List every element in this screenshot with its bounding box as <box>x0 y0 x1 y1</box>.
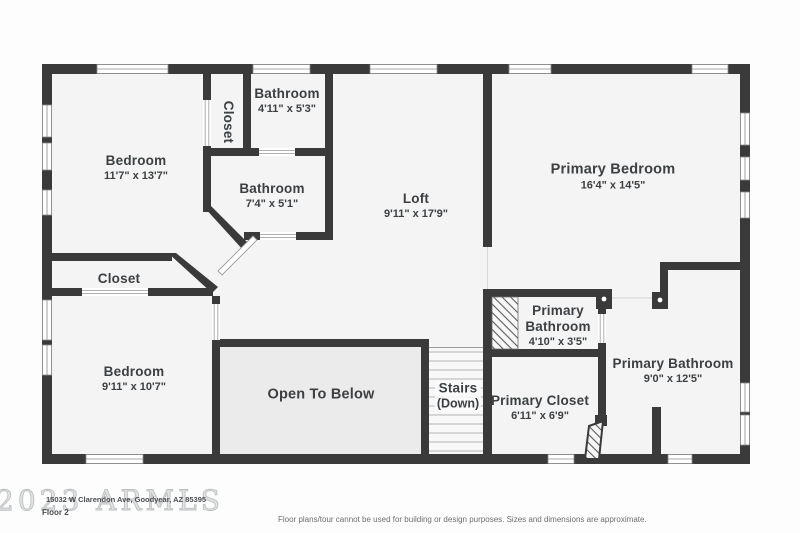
shower-hatch-icon <box>491 296 519 350</box>
angled-door-hatch-icon <box>583 419 605 460</box>
door-opening <box>212 304 220 340</box>
door-hinge-blocks <box>487 247 668 309</box>
room-label-loft: Loft 9'11" x 17'9" <box>384 191 448 220</box>
room-label-stairs: Stairs (Down) <box>434 380 482 412</box>
windows <box>42 64 750 464</box>
door-opening <box>598 314 606 343</box>
door-openings <box>82 100 606 343</box>
door-opening <box>259 148 295 156</box>
door-opening <box>260 232 296 240</box>
room-label-open-to-below: Open To Below <box>267 386 375 403</box>
room-label-bedroom-top-left: Bedroom 11'7" x 13'7" <box>104 153 168 182</box>
room-label-bathroom-top: Bathroom 4'11" x 5'3" <box>254 86 320 115</box>
disclaimer-text: Floor plans/tour cannot be used for buil… <box>278 515 647 524</box>
interior-walls <box>52 74 748 464</box>
door-opening <box>82 288 148 296</box>
floor-fill <box>47 69 745 460</box>
diagonal-door-leaf-icon <box>217 235 258 276</box>
room-label-closet-top: Closet <box>220 100 236 144</box>
room-label-primary-bathroom-small: Primary Bathroom 4'10" x 3'5" <box>525 303 591 348</box>
room-label-primary-bedroom: Primary Bedroom 16'4" x 14'5" <box>550 161 676 192</box>
open-to-below-area <box>220 347 421 454</box>
door-opening <box>203 100 211 146</box>
floor-label: Floor 2 <box>42 508 69 517</box>
room-label-bathroom-middle: Bathroom 7'4" x 5'1" <box>239 181 305 210</box>
hatched-fixtures <box>491 296 605 460</box>
armls-watermark: 2023 ARMLS <box>0 484 224 518</box>
room-label-primary-bathroom-large: Primary Bathroom 9'0" x 12'5" <box>612 356 734 385</box>
room-label-primary-closet: Primary Closet 6'11" x 6'9" <box>490 393 590 422</box>
room-label-bedroom-bottom-left: Bedroom 9'11" x 10'7" <box>102 364 166 393</box>
room-label-closet-left: Closet <box>97 271 141 287</box>
property-address: 15032 W Clarendon Ave, Goodyear, AZ 8539… <box>46 495 207 504</box>
